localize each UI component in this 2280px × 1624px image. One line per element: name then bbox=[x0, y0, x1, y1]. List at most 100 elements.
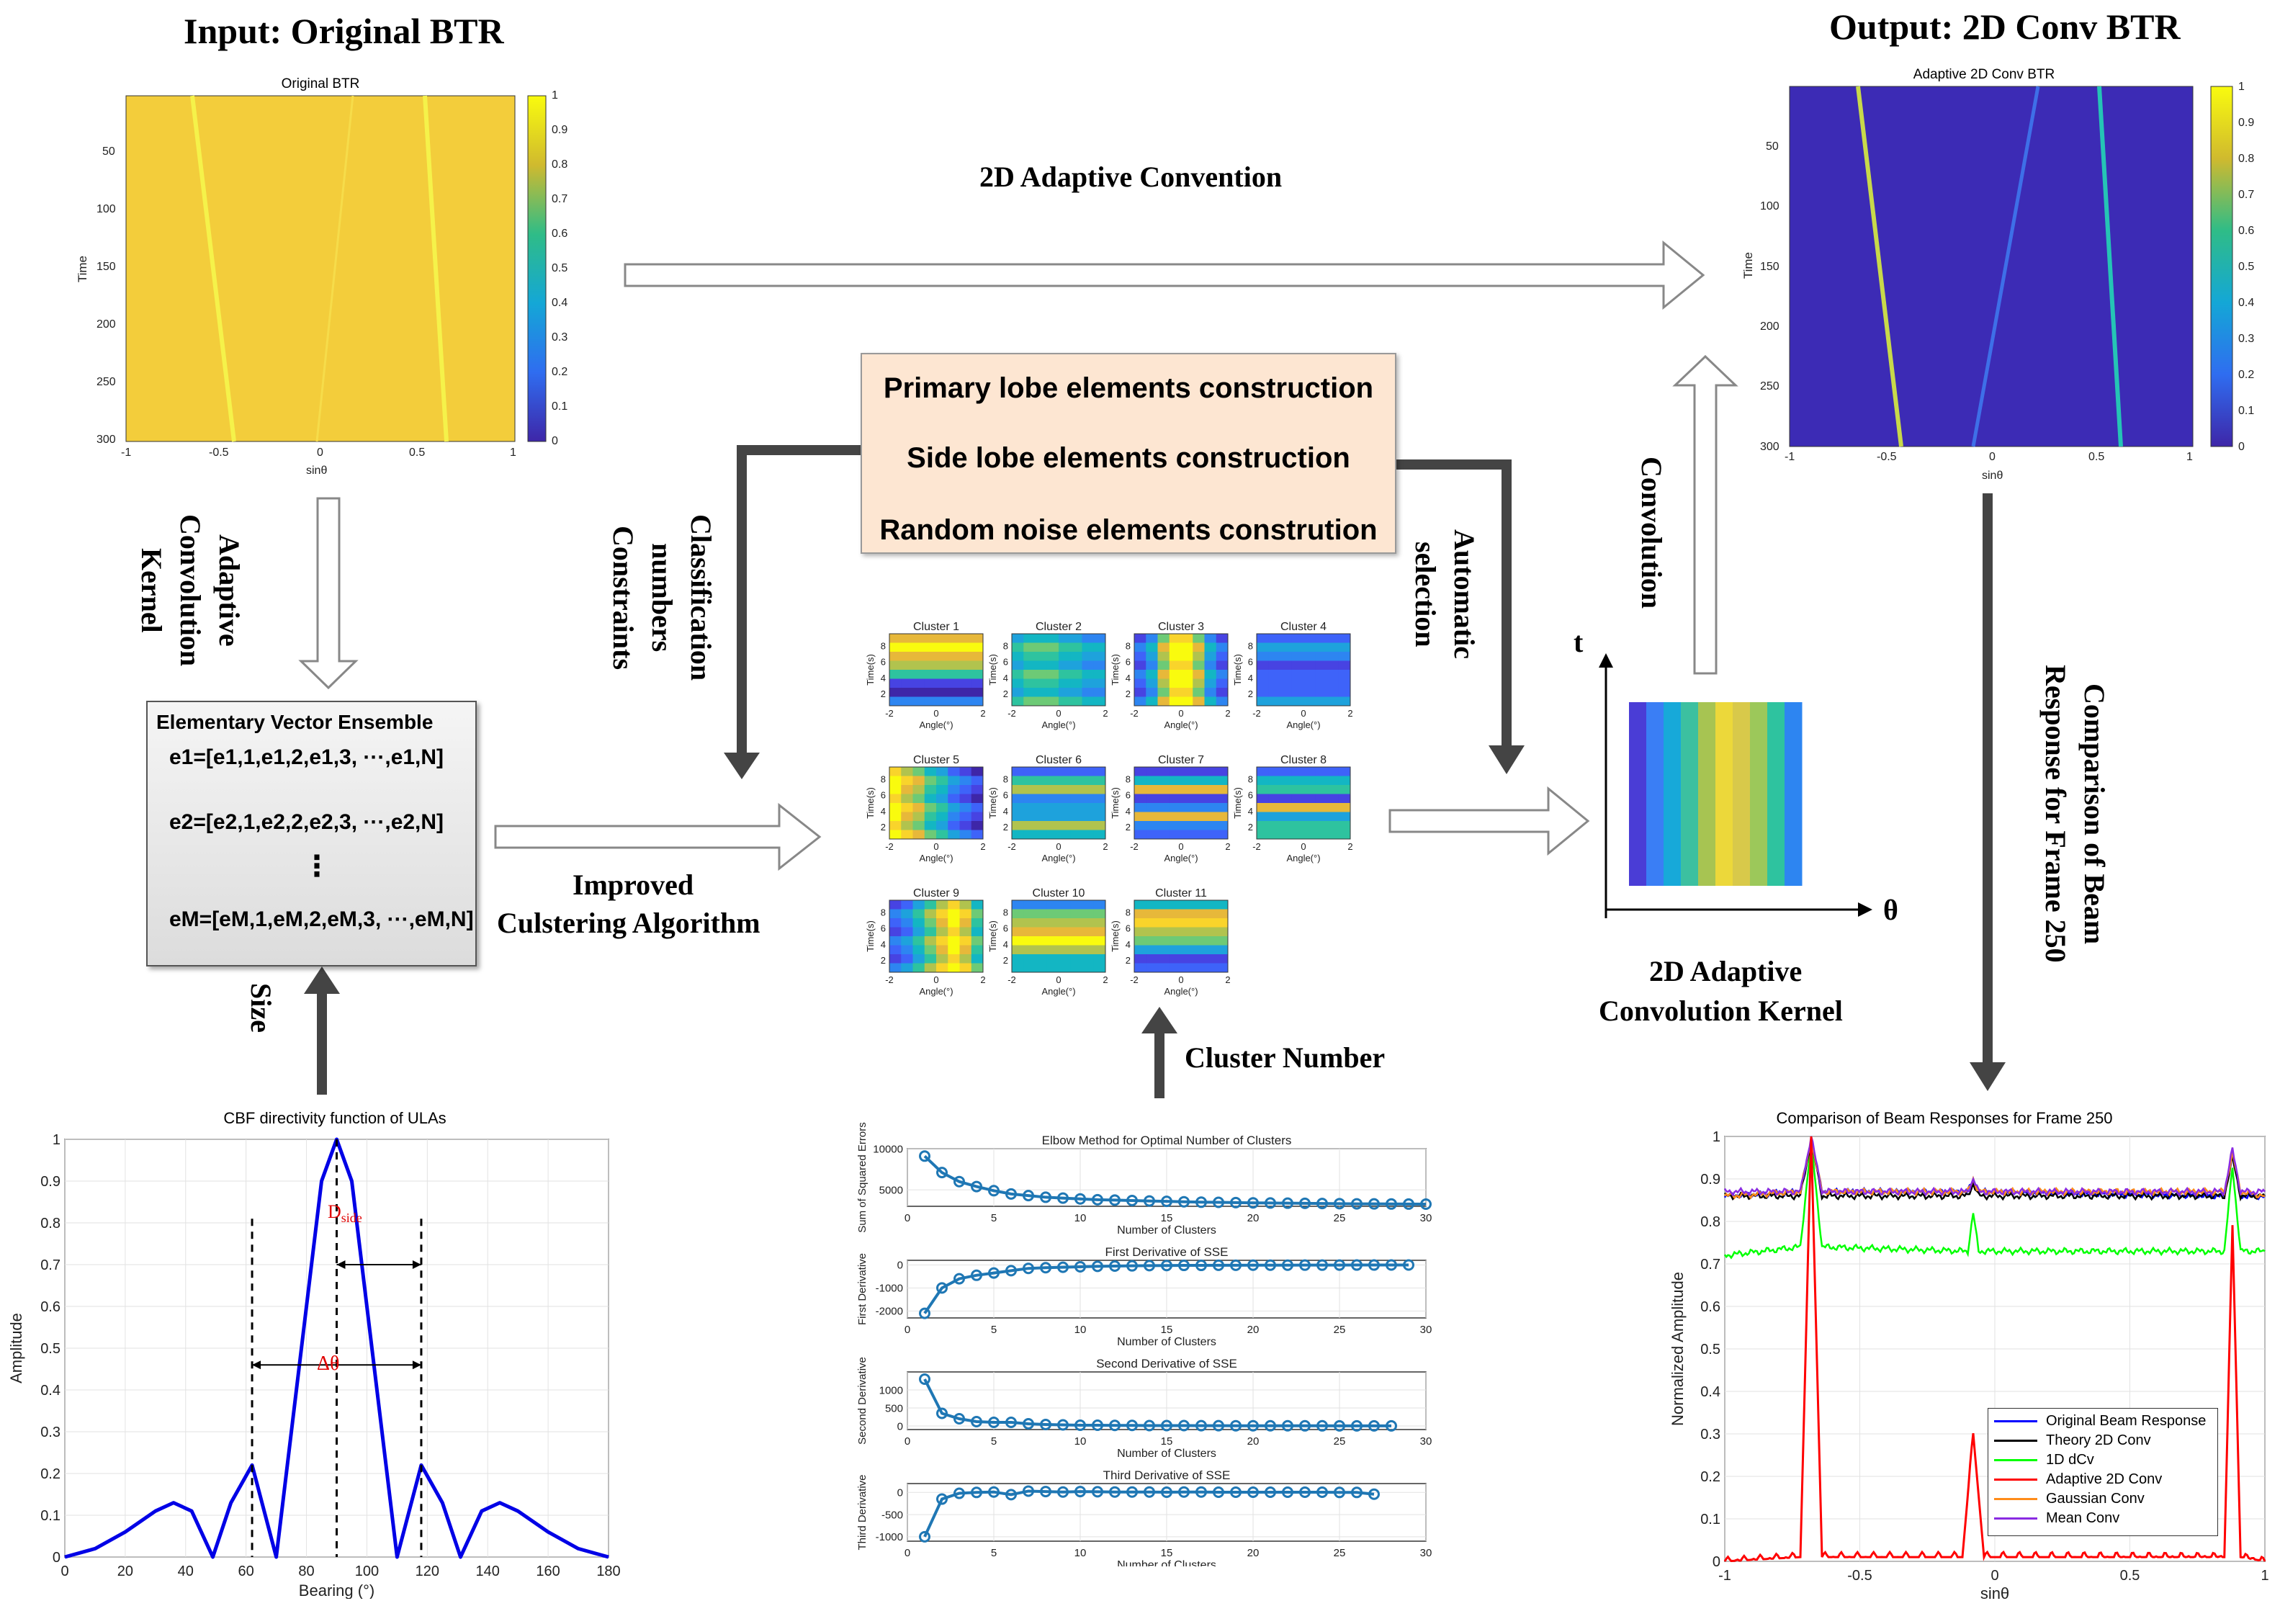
input-title: Input: Original BTR bbox=[184, 11, 504, 51]
cluster-cell bbox=[1146, 803, 1158, 812]
cluster-cell bbox=[1169, 634, 1182, 643]
elbow-point bbox=[1334, 1486, 1345, 1499]
cluster-cell bbox=[901, 945, 913, 955]
cluster-cell bbox=[1216, 936, 1229, 946]
cluster-cell bbox=[948, 936, 960, 946]
cbf-ytick: 0.7 bbox=[40, 1257, 60, 1273]
cluster-cell bbox=[1338, 696, 1351, 706]
cluster-cell bbox=[1216, 954, 1229, 964]
legend-item: Adaptive 2D Conv bbox=[1988, 1470, 2217, 1489]
cluster-cell bbox=[1315, 803, 1327, 812]
cluster-cell bbox=[1082, 963, 1095, 973]
cluster-cell bbox=[1146, 945, 1158, 955]
cbf-arrowhead bbox=[252, 1360, 261, 1370]
elbow-xtick: 30 bbox=[1420, 1547, 1432, 1559]
cluster-cell bbox=[912, 927, 925, 937]
cluster-cell bbox=[1268, 678, 1280, 688]
eve-row-m: eM=[eM,1,eM,2,eM,3, ···,eM,N] bbox=[169, 907, 474, 931]
cluster-cell bbox=[936, 776, 948, 786]
elbow-point bbox=[1351, 1259, 1363, 1271]
cluster-cell bbox=[1303, 660, 1316, 670]
cluster-cell bbox=[959, 642, 972, 652]
cluster-cell bbox=[1193, 954, 1205, 964]
cluster-cell bbox=[1216, 918, 1229, 928]
cluster-cell bbox=[924, 812, 937, 822]
convolution-vlabel: Convolution bbox=[1635, 457, 1668, 609]
cluster-cell bbox=[1338, 776, 1351, 786]
cluster-cell bbox=[1023, 776, 1036, 786]
cluster-cell bbox=[1327, 812, 1339, 822]
cluster-cell bbox=[889, 688, 902, 697]
cluster-ytick: 4 bbox=[1248, 673, 1253, 683]
cluster-cell bbox=[1181, 821, 1193, 830]
cluster-cell bbox=[1291, 821, 1304, 830]
cluster-cell bbox=[1012, 909, 1024, 919]
elbow-point bbox=[1109, 1486, 1121, 1498]
elbow-point bbox=[1178, 1419, 1190, 1432]
beam-ytick: 0.9 bbox=[1700, 1172, 1720, 1188]
cluster-cell bbox=[1193, 652, 1205, 661]
elbow-point bbox=[1126, 1419, 1138, 1432]
cluster-ylabel: Time(s) bbox=[1110, 654, 1121, 686]
beam-ytick: 0.3 bbox=[1700, 1427, 1720, 1443]
elbow-point bbox=[971, 1180, 982, 1193]
elbow-point bbox=[1161, 1419, 1172, 1432]
cluster-cell bbox=[971, 794, 984, 804]
cluster-cell bbox=[1315, 696, 1327, 706]
cluster-cell bbox=[1046, 678, 1059, 688]
cluster-cell bbox=[959, 776, 972, 786]
cbf-title: CBF directivity function of ULAs bbox=[223, 1109, 446, 1127]
cluster-cell bbox=[1291, 642, 1304, 652]
cluster-cell bbox=[1338, 821, 1351, 830]
elbow-xtick: 30 bbox=[1420, 1212, 1432, 1224]
cluster-cell bbox=[1181, 909, 1193, 919]
kernel-column bbox=[1681, 702, 1699, 886]
cluster-cell bbox=[1134, 696, 1146, 706]
cluster-xtick: 0 bbox=[1056, 708, 1061, 719]
cluster-cell bbox=[889, 776, 902, 786]
cluster-ytick: 8 bbox=[1126, 773, 1131, 784]
cluster-cell bbox=[1169, 927, 1182, 937]
cluster-cell bbox=[971, 696, 984, 706]
cluster-cell bbox=[1157, 963, 1170, 973]
cluster-cell bbox=[971, 909, 984, 919]
cbf-xtick: 80 bbox=[298, 1564, 314, 1579]
cluster-xtick: 0 bbox=[1301, 708, 1306, 719]
elbow-ylabel: First Derivative bbox=[856, 1253, 869, 1325]
cluster-cell bbox=[948, 812, 960, 822]
cluster-cell bbox=[959, 945, 972, 955]
cluster-cell bbox=[1012, 954, 1024, 964]
cluster-cell bbox=[1093, 642, 1106, 652]
cbf-ytick: 0.2 bbox=[40, 1466, 60, 1482]
cluster-cell bbox=[1169, 900, 1182, 910]
cluster-cell bbox=[1157, 678, 1170, 688]
btr-output-xtick: 0.5 bbox=[2088, 451, 2105, 463]
elbow-xtick: 5 bbox=[991, 1435, 997, 1448]
kernel-figure bbox=[1599, 653, 1872, 918]
cluster-cell bbox=[1280, 688, 1293, 697]
cluster-cell bbox=[1070, 794, 1082, 804]
cluster-ytick: 6 bbox=[1126, 923, 1131, 934]
cluster-cell bbox=[1046, 794, 1059, 804]
cluster-cell bbox=[1059, 688, 1071, 697]
btr-original-track-1 bbox=[190, 95, 236, 442]
cluster-cell bbox=[1216, 670, 1229, 679]
cluster-xtick: -2 bbox=[1130, 974, 1139, 985]
cluster-cell bbox=[1169, 785, 1182, 794]
cluster-cell bbox=[1169, 954, 1182, 964]
elbow-point bbox=[1334, 1259, 1345, 1271]
cluster-cell bbox=[948, 776, 960, 786]
cluster-cell bbox=[912, 909, 925, 919]
cluster-cell bbox=[1023, 803, 1036, 812]
cluster-cell bbox=[971, 670, 984, 679]
cluster-cell bbox=[971, 936, 984, 946]
cluster-xtick: 2 bbox=[1347, 841, 1352, 852]
elbow-point bbox=[936, 1282, 948, 1294]
cluster-cell bbox=[936, 794, 948, 804]
elbow-point bbox=[1057, 1486, 1069, 1498]
elbow-point bbox=[1265, 1486, 1276, 1498]
cluster-cell bbox=[1093, 803, 1106, 812]
cluster-cell bbox=[1059, 767, 1071, 776]
cluster-cell bbox=[1216, 642, 1229, 652]
cluster-cell bbox=[1169, 909, 1182, 919]
